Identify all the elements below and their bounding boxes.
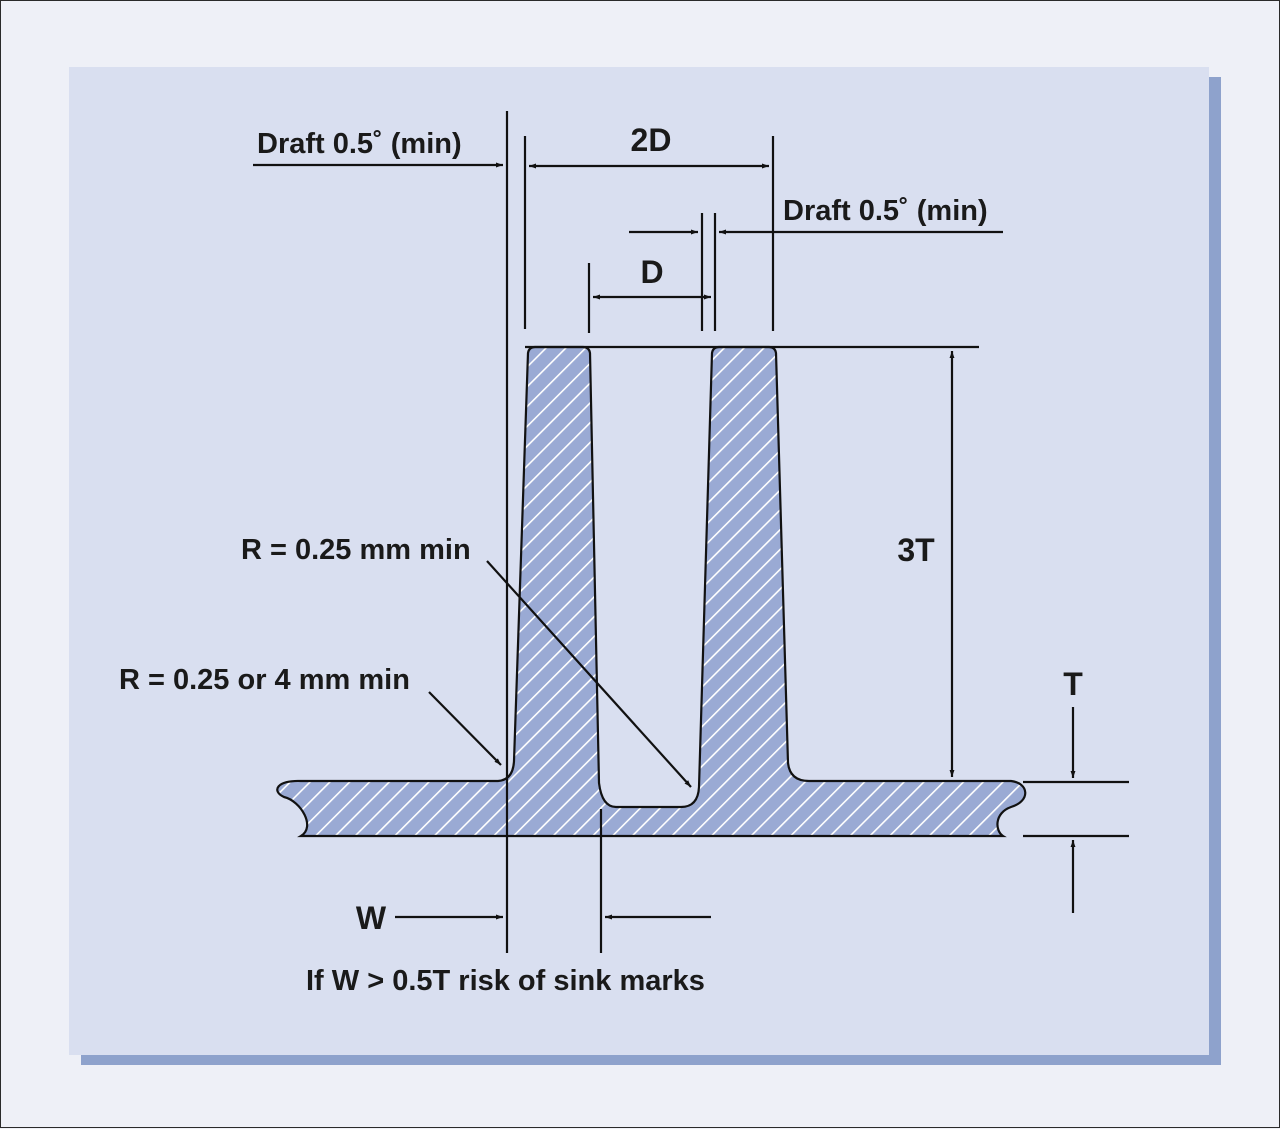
draft-right-label: Draft 0.5˚ (min)	[783, 195, 988, 227]
dim-t-label: T	[1063, 666, 1083, 702]
boss-cross-section	[276, 345, 1027, 838]
dim-d-label: D	[640, 254, 663, 290]
dim-2d-label: 2D	[631, 122, 672, 158]
radius-outer-label: R = 0.25 or 4 mm min	[119, 664, 410, 696]
sink-marks-note: If W > 0.5T risk of sink marks	[306, 965, 705, 997]
radius-inner-label: R = 0.25 mm min	[241, 534, 471, 566]
diagram-panel	[69, 67, 1209, 1055]
radius-inner-leader	[486, 560, 692, 788]
dim-w-label: W	[356, 900, 387, 936]
radius-outer-leader	[428, 691, 502, 766]
dim-3t-label: 3T	[897, 532, 935, 568]
draft-left-label: Draft 0.5˚ (min)	[257, 128, 462, 160]
